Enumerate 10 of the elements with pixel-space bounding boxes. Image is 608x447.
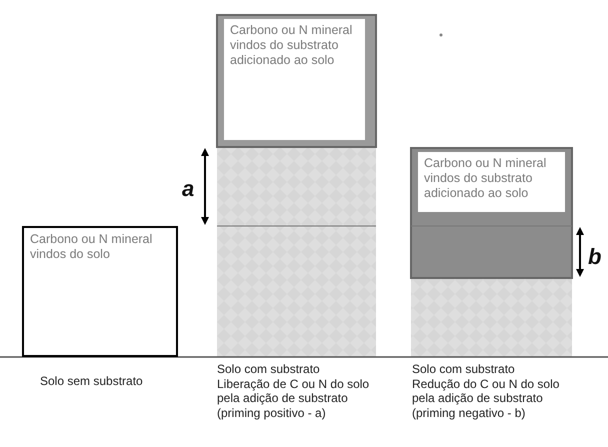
text-box: Carbono ou N mineral vindos do substrato adicionado ao solo: [224, 19, 365, 140]
dimension-label: a: [182, 176, 194, 202]
caption: Redução do C ou N do solo pela adição de substrato (priming negativo - b): [412, 376, 560, 420]
text-box: Carbono ou N mineral vindos do substrato adicionado ao solo: [418, 152, 565, 212]
dimension-label: b: [588, 244, 602, 270]
caption: Solo com substrato: [412, 362, 516, 376]
caption: Solo com substrato: [217, 362, 321, 376]
caption: Liberação de C ou N do solo pela adição de substrato (priming positivo - a): [217, 376, 370, 420]
text-box: Carbono ou N mineral vindos do solo: [22, 226, 178, 357]
caption: Solo sem substrato: [40, 374, 144, 388]
